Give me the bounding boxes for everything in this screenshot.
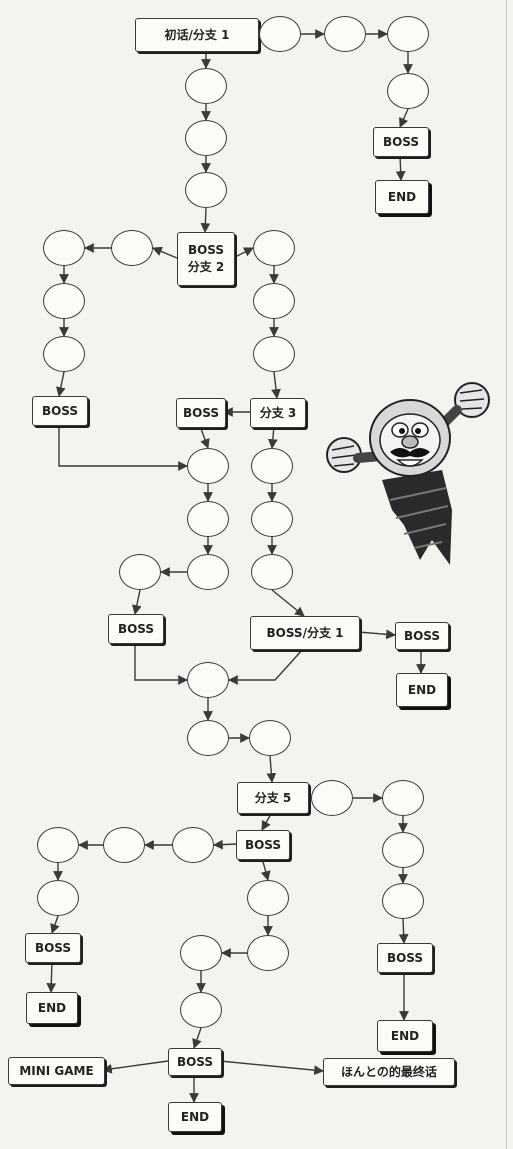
stage-node-d1 xyxy=(247,880,289,916)
connector-boss-w-end-w xyxy=(51,961,52,992)
stage-node-w2 xyxy=(103,827,145,863)
connector-b2-l1 xyxy=(153,248,177,258)
node-boss-b: BOSS xyxy=(395,622,449,650)
stage-node-w1 xyxy=(172,827,214,863)
node-br3: 分支 3 xyxy=(250,398,306,428)
connector-boss-d-final xyxy=(220,1061,323,1071)
stage-node-a3 xyxy=(387,16,429,52)
stage-node-s3 xyxy=(382,832,424,868)
stage-node-k3 xyxy=(251,554,293,590)
connector-br3-k1 xyxy=(272,426,277,448)
node-start: 初话/分支 1 xyxy=(135,18,259,52)
connector-r3-br3 xyxy=(274,372,277,398)
node-end-b: END xyxy=(396,673,448,707)
stage-node-n1 xyxy=(187,662,229,698)
connector-d4-boss-d xyxy=(194,1028,201,1048)
stage-node-c3 xyxy=(187,554,229,590)
node-end-d: END xyxy=(168,1102,222,1132)
connector-boss-d-mini xyxy=(103,1061,168,1070)
stage-node-m2 xyxy=(185,120,227,156)
node-end-s: END xyxy=(377,1020,433,1052)
stage-node-a4 xyxy=(387,73,429,109)
stage-node-c4 xyxy=(119,554,161,590)
node-boss-d: BOSS xyxy=(168,1048,222,1076)
stage-node-a1 xyxy=(259,16,301,52)
stage-node-n2 xyxy=(187,720,229,756)
stage-node-s4 xyxy=(382,883,424,919)
connector-a4-boss-a xyxy=(400,109,408,127)
node-mini: MINI GAME xyxy=(8,1057,105,1085)
stage-node-k2 xyxy=(251,501,293,537)
stage-node-r1 xyxy=(253,230,295,266)
connector-b2-r1 xyxy=(233,248,253,258)
stage-node-n3 xyxy=(249,720,291,756)
stage-node-s1 xyxy=(311,780,353,816)
stage-node-m1 xyxy=(185,68,227,104)
connector-boss-m-c1 xyxy=(200,426,208,448)
node-b2: BOSS 分支 2 xyxy=(177,232,235,286)
connector-w4-boss-w xyxy=(52,916,58,933)
node-boss-s: BOSS xyxy=(377,943,433,973)
node-boss-l: BOSS xyxy=(32,396,88,426)
stage-node-l3 xyxy=(43,283,85,319)
stage-node-c1 xyxy=(187,448,229,484)
stage-node-k1 xyxy=(251,448,293,484)
node-boss-f: BOSS xyxy=(236,830,290,860)
connector-bb1-n1 xyxy=(229,648,304,680)
stage-node-d4 xyxy=(180,992,222,1028)
wario-drill-icon xyxy=(322,360,492,570)
stage-node-a2 xyxy=(324,16,366,52)
node-end-w: END xyxy=(26,992,78,1024)
connector-boss-f-w1 xyxy=(214,844,236,845)
stage-node-m3 xyxy=(185,172,227,208)
node-boss-a: BOSS xyxy=(373,127,429,157)
stage-node-d2 xyxy=(247,935,289,971)
node-boss-w: BOSS xyxy=(25,933,81,963)
drill-body xyxy=(382,470,452,565)
node-bb1: BOSS/分支 1 xyxy=(250,616,360,650)
connector-c4-boss-c xyxy=(135,590,140,614)
stage-node-c2 xyxy=(187,501,229,537)
node-boss-m: BOSS xyxy=(176,398,226,428)
node-final: ほんとの的最终话 xyxy=(323,1058,455,1086)
connector-m3-b2 xyxy=(205,208,206,232)
connector-boss-a-end-a xyxy=(400,155,401,180)
connector-br5-boss-f xyxy=(262,812,272,830)
connector-boss-f-d1 xyxy=(262,858,268,880)
stage-node-w4 xyxy=(37,880,79,916)
stage-node-r3 xyxy=(253,336,295,372)
connector-l4-boss-l xyxy=(59,372,64,396)
stage-node-s2 xyxy=(382,780,424,816)
connector-bb1-boss-b xyxy=(358,632,395,635)
connector-n3-br5 xyxy=(270,756,272,782)
connector-boss-c-n1 xyxy=(135,642,187,680)
connector-start-m1 xyxy=(196,50,206,68)
stage-node-l4 xyxy=(43,336,85,372)
node-br5: 分支 5 xyxy=(237,782,309,814)
stage-node-w3 xyxy=(37,827,79,863)
stage-node-r2 xyxy=(253,283,295,319)
page-edge xyxy=(506,0,507,1149)
connector-k3-bb1 xyxy=(272,590,304,616)
connector-boss-l-c1 xyxy=(59,424,187,466)
node-boss-c: BOSS xyxy=(108,614,164,644)
stage-node-l2 xyxy=(43,230,85,266)
stage-node-d3 xyxy=(180,935,222,971)
connector-s4-boss-s xyxy=(403,919,404,943)
node-end-a: END xyxy=(375,180,429,214)
stage-node-l1 xyxy=(111,230,153,266)
